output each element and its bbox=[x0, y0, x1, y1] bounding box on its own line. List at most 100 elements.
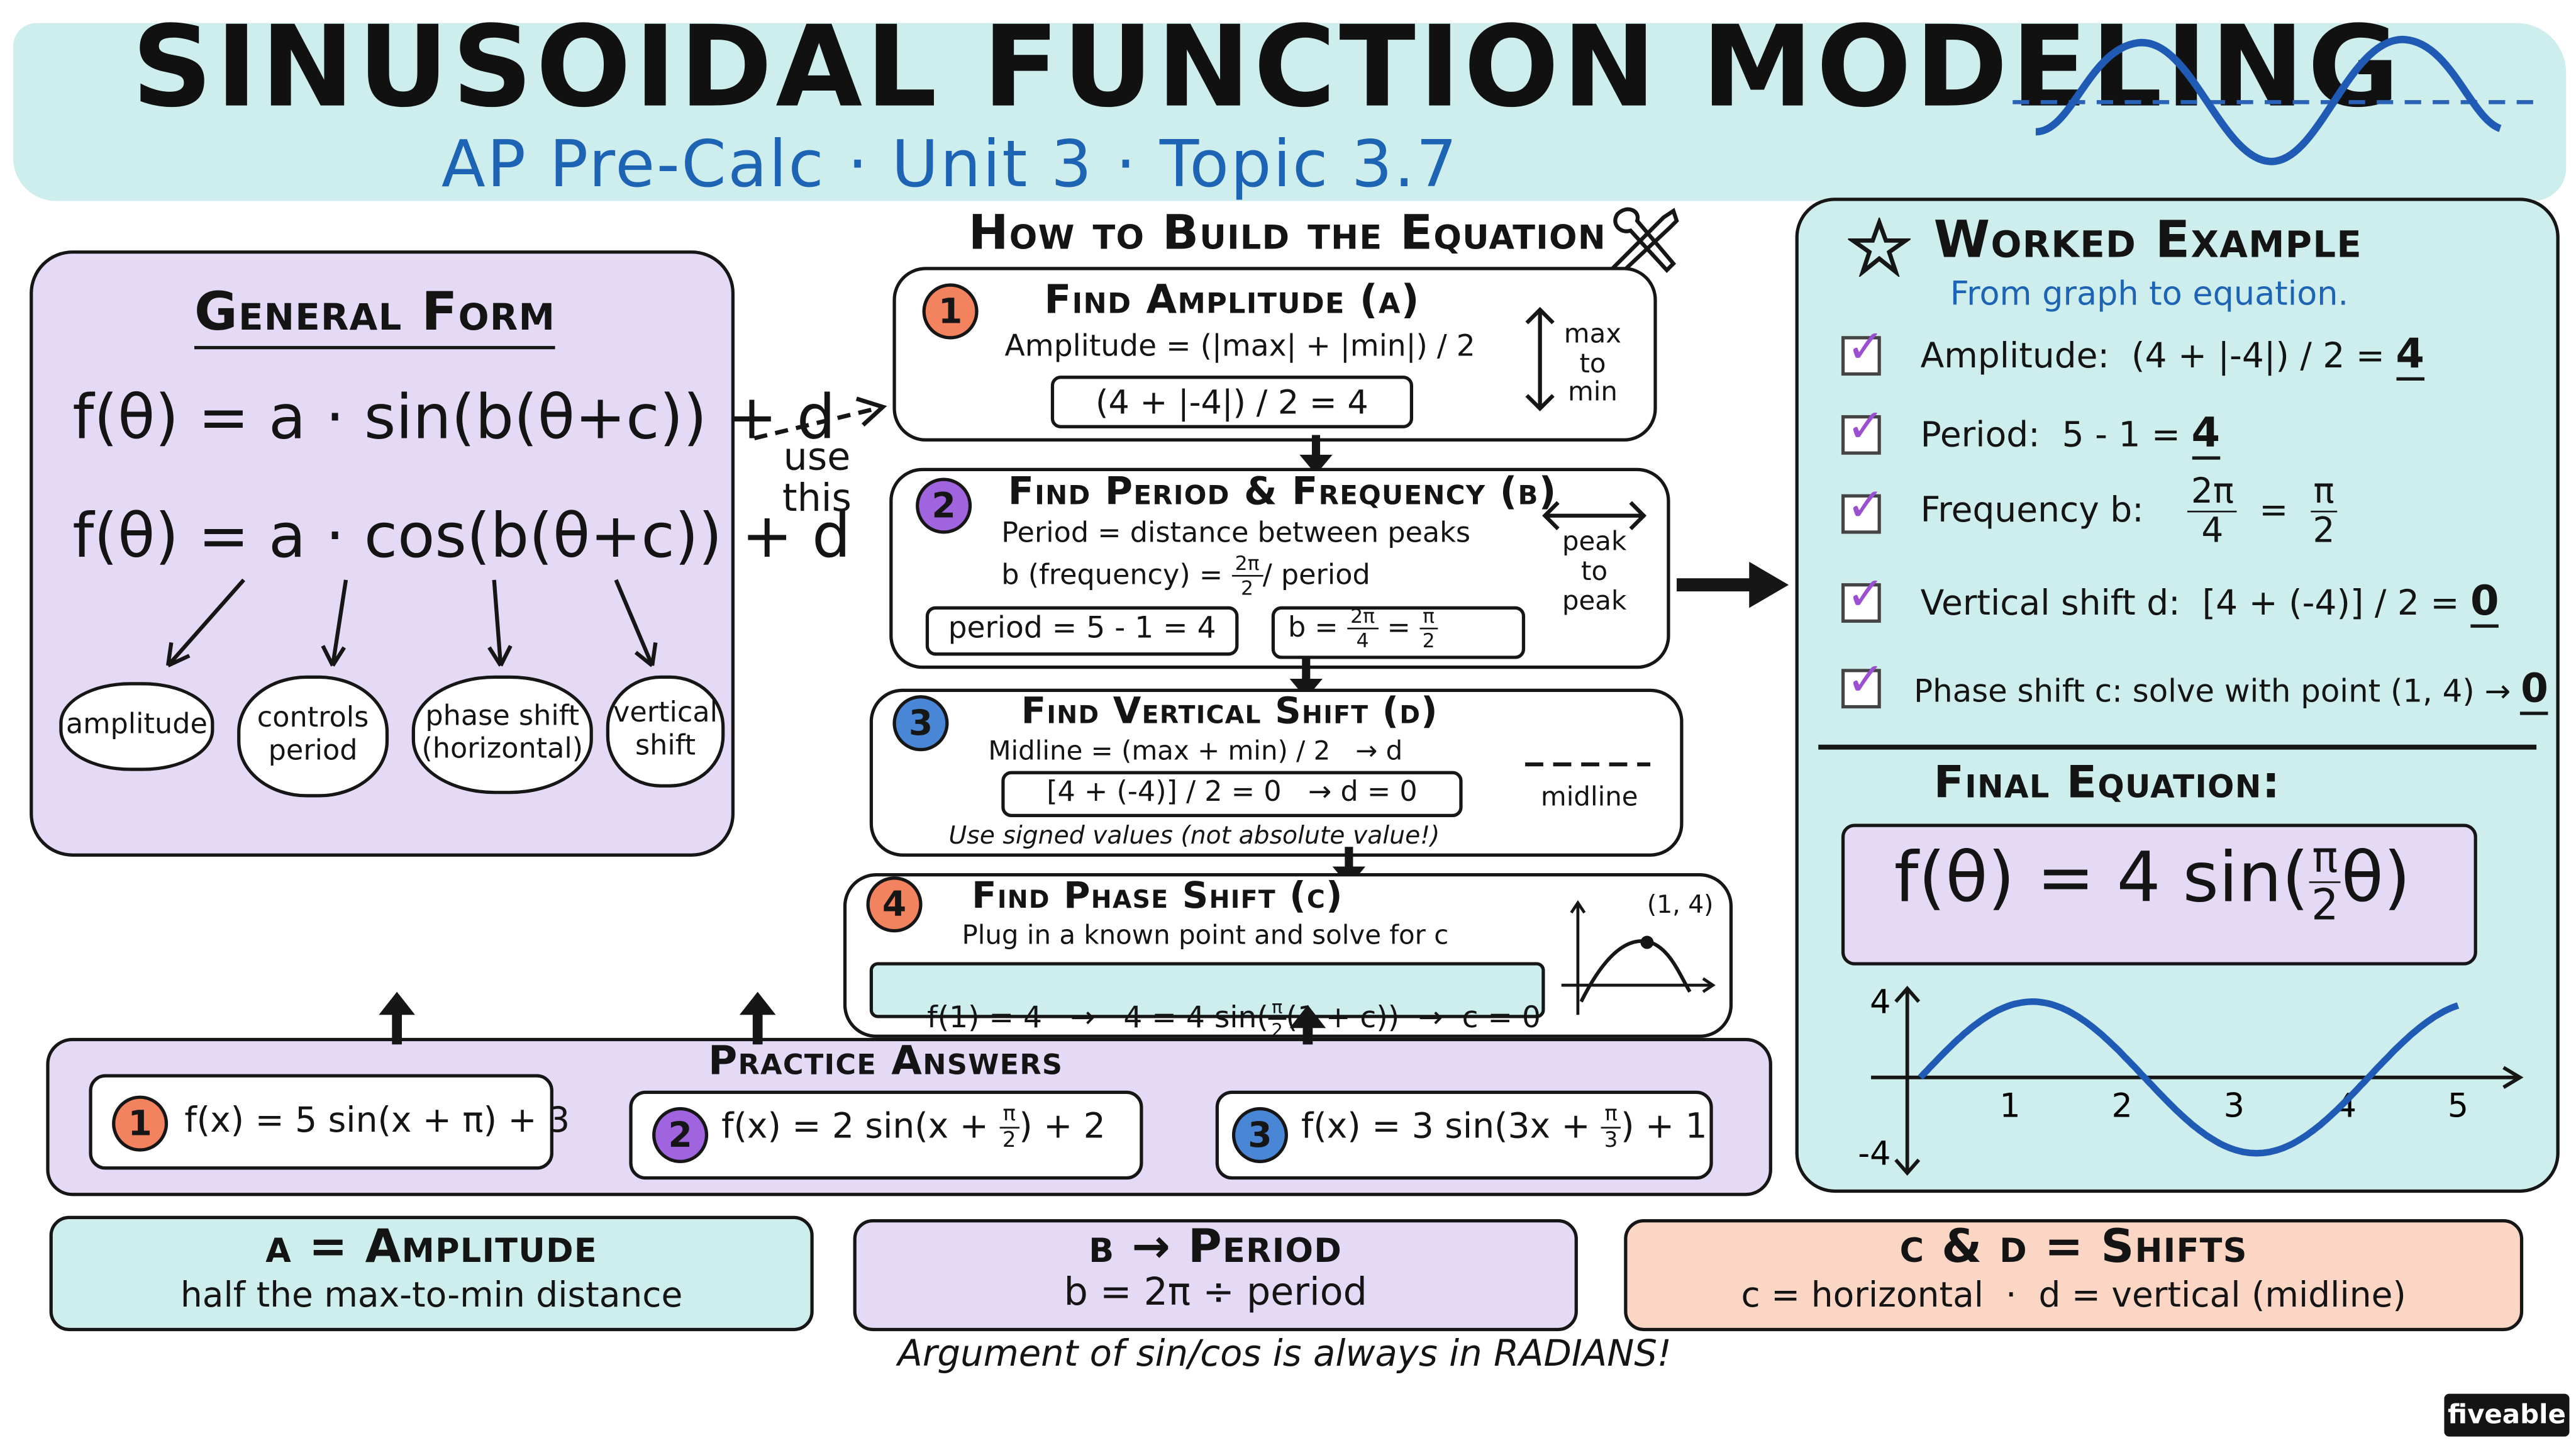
practice-equation-1: f(x) = 5 sin(x + π) + 3 bbox=[184, 1100, 570, 1140]
step-2-b-box bbox=[1271, 606, 1526, 659]
label-vertical-shift: vertical shift bbox=[606, 675, 725, 788]
summary-amplitude-text: half the max-to-min distance bbox=[180, 1275, 683, 1315]
step-1-formula: Amplitude = (|max| + |min|) / 2 bbox=[1004, 329, 1475, 364]
worked-graph-sine-curve bbox=[1918, 998, 2460, 1157]
checkbox-amplitude: ✓ bbox=[1841, 324, 1885, 376]
step-4-badge: 4 bbox=[866, 876, 923, 933]
worked-graph-x-tick: 1 bbox=[1999, 1087, 2020, 1125]
practice-arrows bbox=[379, 991, 1326, 1045]
worked-graph-x-tick: 2 bbox=[2112, 1087, 2133, 1125]
summary-shifts-text: c = horizontal · d = vertical (midline) bbox=[1741, 1275, 2406, 1315]
worked-period-row: Period: 5 - 1 = 4 bbox=[1921, 408, 2221, 460]
practice-badge-1: 1 bbox=[112, 1095, 169, 1152]
step-3-result-box bbox=[1001, 771, 1463, 817]
summary-period-card bbox=[853, 1219, 1578, 1332]
step-2-period-box bbox=[925, 606, 1239, 656]
summary-amplitude-title: a = Amplitude bbox=[265, 1219, 598, 1274]
checkbox-period: ✓ bbox=[1841, 403, 1885, 455]
checkbox-frequency: ✓ bbox=[1841, 482, 1885, 534]
final-equation-box bbox=[1841, 823, 2477, 966]
practice-badge-2: 2 bbox=[652, 1107, 709, 1163]
step-1-side-label: max to min bbox=[1563, 318, 1622, 408]
worked-divider bbox=[1818, 744, 2537, 750]
step-4-result-box bbox=[869, 962, 1545, 1018]
step-1-badge: 1 bbox=[922, 283, 979, 340]
step-1-result: (4 + |-4|) / 2 = 4 bbox=[1096, 382, 1368, 422]
build-section-title: How to Build the Equation bbox=[968, 204, 1607, 260]
brand-logo: fiveable bbox=[2444, 1393, 2570, 1437]
summary-period-text: b = 2π ÷ period bbox=[1063, 1271, 1367, 1315]
summary-amplitude-card bbox=[49, 1215, 814, 1332]
max-min-arrow-icon bbox=[1525, 306, 1555, 411]
step-2-period-result: period = 5 - 1 = 4 bbox=[948, 611, 1216, 646]
general-form-title: General Form bbox=[194, 280, 556, 350]
step-2-badge: 2 bbox=[916, 477, 972, 534]
step-3-side-label: midline bbox=[1540, 781, 1638, 813]
checkbox-vertical-shift: ✓ bbox=[1841, 571, 1885, 623]
title-highlight bbox=[13, 23, 2567, 201]
tools-icon bbox=[1611, 207, 1679, 277]
step-2-frequency-label: b (frequency) = bbox=[1001, 559, 1223, 593]
practice-answer-2 bbox=[629, 1090, 1143, 1180]
label-amplitude: amplitude bbox=[59, 682, 214, 771]
step-2-period-def: Period = distance between peaks bbox=[1001, 517, 1471, 550]
worked-example-panel bbox=[1795, 198, 2560, 1193]
radians-note: Argument of sin/cos is always in RADIANS… bbox=[897, 1334, 1672, 1376]
step-1-title: Find Amplitude (a) bbox=[1044, 276, 1420, 323]
step-3-badge: 3 bbox=[892, 695, 949, 752]
worked-example-title: Worked Example bbox=[1933, 211, 2363, 270]
worked-graph-y-tick: -4 bbox=[1858, 1135, 1890, 1173]
worked-graph-y-tick: 4 bbox=[1870, 983, 1890, 1022]
step-4-point-label: (1, 4) bbox=[1646, 890, 1714, 920]
worked-graph-x-tick: 3 bbox=[2224, 1087, 2245, 1125]
page-subtitle: AP Pre-Calc · Unit 3 · Topic 3.7 bbox=[441, 128, 1459, 203]
step-2-title: Find Period & Frequency (b) bbox=[1008, 471, 1557, 515]
use-this-label: use this bbox=[782, 437, 852, 521]
general-form-cos-equation: f(θ) = a · cos(b(θ+c)) + d bbox=[72, 501, 851, 572]
star-icon bbox=[1848, 217, 1911, 277]
summary-shifts-title: c & d = Shifts bbox=[1899, 1219, 2248, 1274]
step-3-formula: Midline = (max + min) / 2 → d bbox=[988, 735, 1403, 766]
step-4-instruction: Plug in a known point and solve for c bbox=[962, 919, 1449, 951]
summary-shifts-card bbox=[1624, 1219, 2524, 1332]
label-controls-period: controls period bbox=[237, 675, 389, 798]
label-phase-shift: phase shift (horizontal) bbox=[411, 675, 593, 795]
step-3-title: Find Vertical Shift (d) bbox=[1021, 691, 1438, 733]
step-3-note: Use signed values (not absolute value!) bbox=[948, 820, 1440, 850]
general-form-arrows bbox=[166, 578, 658, 667]
final-equation-title: Final Equation: bbox=[1933, 757, 2281, 809]
summary-period-title: b → Period bbox=[1089, 1219, 1343, 1274]
use-this-arrow bbox=[753, 396, 887, 440]
step-4-title: Find Phase Shift (c) bbox=[972, 876, 1343, 918]
to-worked-example-arrow bbox=[1677, 562, 1789, 608]
practice-badge-3: 3 bbox=[1231, 1107, 1288, 1163]
phase-shift-mini-graph bbox=[1561, 900, 1716, 1015]
page-title: SINUSOIDAL FUNCTION MODELING bbox=[131, 3, 2403, 134]
practice-title: Practice Answers bbox=[708, 1037, 1063, 1085]
title-sine-wave bbox=[2012, 35, 2543, 165]
worked-graph-x-tick: 5 bbox=[2448, 1087, 2468, 1125]
worked-vertical-shift-row: Vertical shift d: [4 + (-4)] / 2 = 0 bbox=[1921, 576, 2499, 628]
practice-answer-3 bbox=[1215, 1090, 1713, 1180]
worked-amplitude-row: Amplitude: (4 + |-4|) / 2 = 4 bbox=[1921, 329, 2425, 381]
step-2-side-label: peak to peak bbox=[1562, 525, 1627, 616]
worked-phase-shift-row: Phase shift c: solve with point (1, 4) →… bbox=[1914, 666, 2548, 715]
step-3-result: [4 + (-4)] / 2 = 0 → d = 0 bbox=[1046, 776, 1418, 809]
peak-to-peak-arrow-icon bbox=[1542, 501, 1647, 530]
step-2-frequency-tail: / period bbox=[1262, 559, 1370, 593]
worked-example-subtitle: From graph to equation. bbox=[1950, 273, 2349, 313]
checkbox-phase-shift: ✓ bbox=[1841, 657, 1885, 709]
step-1-to-2-arrow bbox=[1299, 435, 1333, 475]
midline-dash-icon bbox=[1525, 762, 1651, 767]
general-form-sin-equation: f(θ) = a · sin(b(θ+c)) + d bbox=[72, 382, 836, 454]
step-1-result-box bbox=[1050, 376, 1414, 428]
